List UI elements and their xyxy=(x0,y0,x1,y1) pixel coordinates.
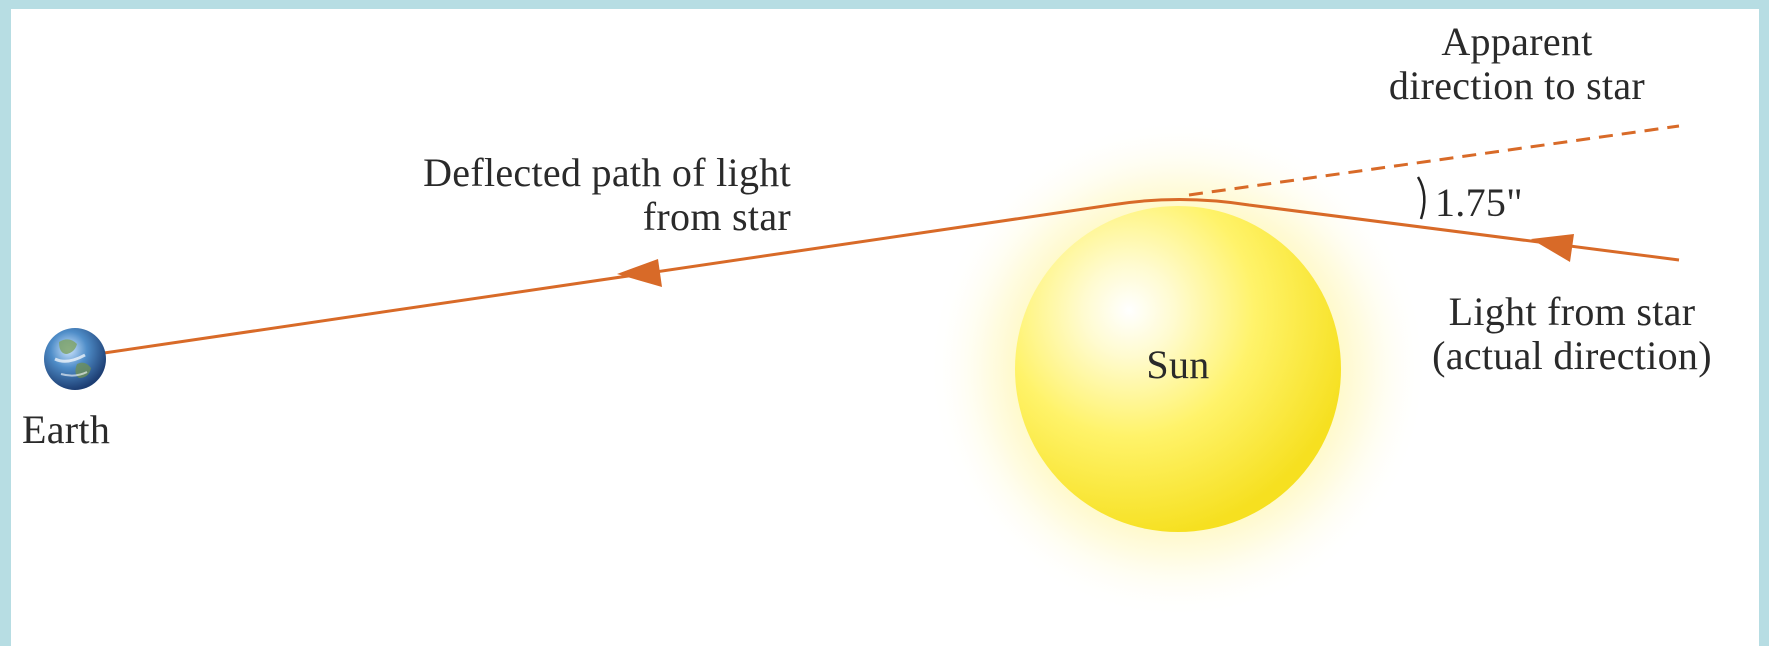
light-label-line1: Light from star xyxy=(1448,289,1696,334)
apparent-label-line2: direction to star xyxy=(1388,63,1646,108)
light-label-line2: (actual direction) xyxy=(1432,333,1712,378)
diagram-canvas xyxy=(44,119,1680,619)
light-path xyxy=(103,198,1680,355)
diagram-panel: Apparent direction to star Deflected pat… xyxy=(11,9,1759,646)
angle-label: 1.75" xyxy=(1435,180,1523,225)
apparent-label-line1: Apparent xyxy=(1441,19,1593,64)
deflected-label-line1: Deflected path of light xyxy=(423,150,791,195)
light-from-star-label: Light from star (actual direction) xyxy=(1394,290,1750,378)
deflected-label-line2: from star xyxy=(642,194,791,239)
sun-label: Sun xyxy=(1146,342,1210,387)
angle-arc xyxy=(1416,176,1426,220)
deflected-path-label: Deflected path of light from star xyxy=(291,151,791,239)
apparent-direction-label: Apparent direction to star xyxy=(1357,20,1677,108)
apparent-direction-line xyxy=(1188,124,1680,197)
arrowhead-right xyxy=(1531,234,1574,262)
arrowhead-left xyxy=(617,259,662,287)
earth-label: Earth xyxy=(22,407,111,452)
sun-icon xyxy=(1015,206,1341,532)
earth-globe-icon xyxy=(44,328,106,390)
